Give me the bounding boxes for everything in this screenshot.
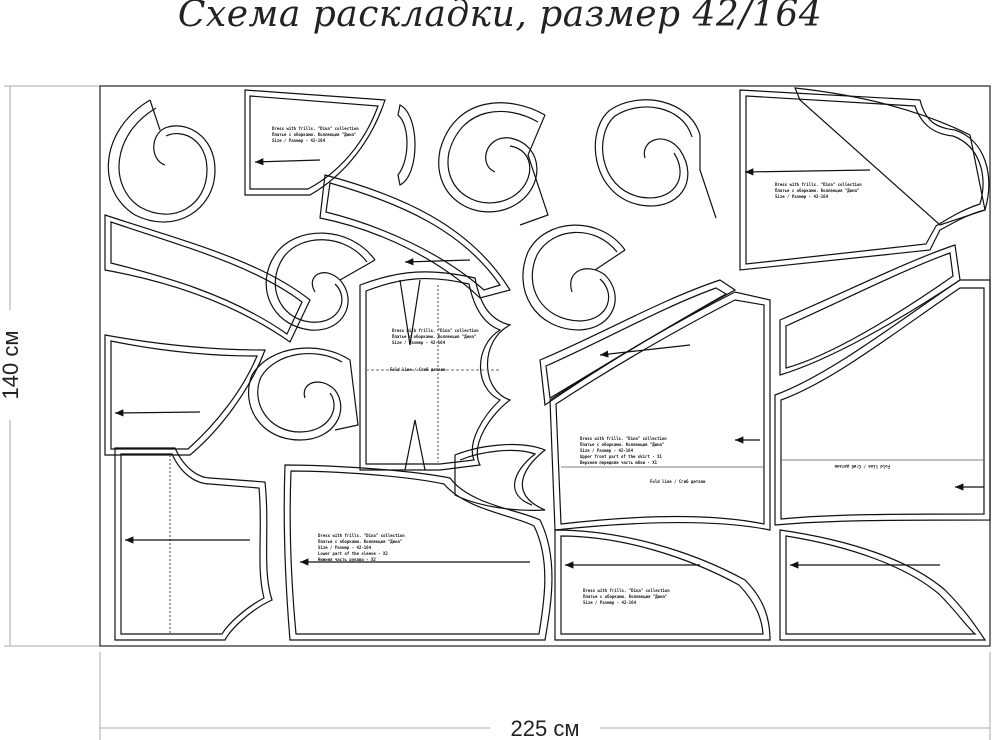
bodice-label-collection: Dress with frills. "Dina" collection [392,328,479,333]
sleeve-piece-top-right [739,87,990,271]
bodice-label-size: Size / Размер - 42-164 [392,340,446,345]
skirt-label-part: Upper front part of the skirt - X1 [580,454,662,459]
topleft-label-collection: Dress with frills. "Dina" collection [272,126,359,131]
height-label-bg [0,310,22,420]
wedge-label-collection-ru: Платье с оборками. Коллекция "Дина" [583,594,667,599]
frill-spiral-1 [107,99,216,223]
sleeve-label-collection-ru: Платье с оборками. Коллекция "Дина" [318,539,402,544]
frill-spiral-2 [438,102,549,226]
skirt-label-size: Size / Размер - 42-164 [580,448,634,453]
frill-band-upper [319,174,511,299]
sleeve-upper-piece [283,464,553,641]
bodice-back-piece [114,447,273,641]
sleeve-label-part: Lower part of the sleeve - X2 [318,551,388,556]
top-sleeve-label-collection-ru: Платье с оборками. Коллекция "Дина" [775,188,859,193]
fold-line-label-bodice: Fold line / Сгиб детали [390,367,446,372]
piece-labels: Dress with frills. "Dina" collection Пла… [272,126,890,605]
topleft-label-size: Size / Размер - 42-164 [272,138,326,143]
width-dimension-label: 225 см [511,716,580,740]
skirt-wedge-bottom-center [554,529,771,641]
skirt-label-part-ru: Верхняя передняя часть юбки - X1 [580,460,658,465]
wedge-label-collection: Dress with frills. "Dina" collection [583,588,670,593]
small-curved-piece [397,104,416,186]
frill-spiral-6 [247,347,359,441]
frill-spiral-3 [594,99,717,219]
sleeve-piece-left [104,334,266,456]
frill-band-left [104,214,311,343]
skirt-wedge-bottom-right [779,529,987,641]
wedge-label-size: Size / Размер - 42-164 [583,600,637,605]
sleeve-label-collection: Dress with frills. "Dina" collection [318,533,405,538]
height-dimension-label: 140 см [0,331,23,400]
collar-piece [454,443,547,511]
top-sleeve-label-collection: Dress with frills. "Dina" collection [775,182,862,187]
bodice-label-collection-ru: Платье с оборками. Коллекция "Дина" [392,334,476,339]
frill-band-right [779,244,961,376]
frill-spiral-5 [522,224,626,331]
sleeve-label-part-ru: Нижняя часть рукава - X2 [318,557,376,562]
layout-title: Схема раскладки, размер 42/164 [177,0,823,35]
frill-band-center [539,279,737,407]
frill-spiral-4 [265,232,376,331]
skirt-front-panel [549,291,771,531]
sleeve-label-size: Size / Размер - 42-164 [318,545,372,550]
fold-line-label-center: Fold line / Сгиб детали [650,479,706,484]
fold-line-label-right: Fold line / Сгиб детали [834,464,890,469]
topleft-label-collection-ru: Платье с оборками. Коллекция "Дина" [272,132,356,137]
bodice-front-piece [359,271,512,471]
skirt-back-panel [774,279,991,526]
top-sleeve-label-size: Size / Размер - 42-164 [775,194,829,199]
skirt-label-collection-ru: Платье с оборками. Коллекция "Дина" [580,442,664,447]
skirt-label-collection: Dress with frills. "Dina" collection [580,436,667,441]
width-label-bg [490,712,600,740]
sleeve-piece-top-left [244,89,386,196]
